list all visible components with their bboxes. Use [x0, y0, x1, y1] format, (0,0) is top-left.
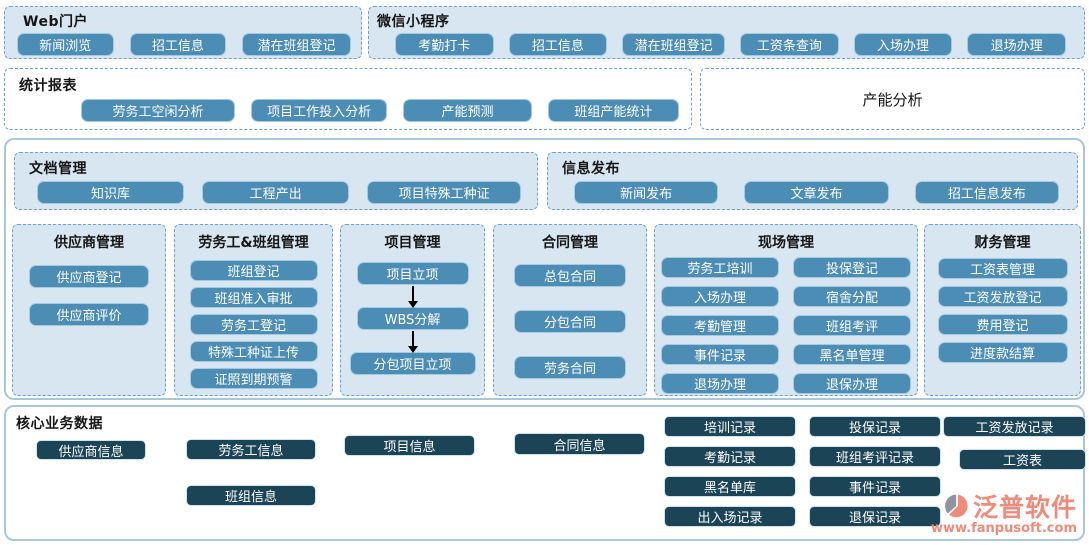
node-insurance-register: 投保登记 — [793, 257, 911, 278]
node-recruit-info: 招工信息 — [129, 33, 227, 56]
node-subcontract-initiation: 分包项目立项 — [349, 352, 476, 375]
node-sub-contract: 分包合同 — [514, 310, 626, 333]
node-project-special-cert: 项目特殊工种证 — [367, 181, 521, 204]
labor-team-title: 劳务工&班组管理 — [198, 235, 309, 251]
contract-column: 合同管理 总包合同 分包合同 劳务合同 — [493, 224, 647, 396]
site-title: 现场管理 — [758, 235, 814, 251]
node-insurance-refund-handle: 退保办理 — [793, 373, 911, 394]
web-portal-title: Web门户 — [23, 14, 88, 30]
node-labor-register: 劳务工登记 — [189, 314, 318, 335]
node-project-initiation: 项目立项 — [356, 262, 469, 285]
data-supplier-info: 供应商信息 — [36, 440, 146, 460]
node-attendance-manage: 考勤管理 — [661, 315, 779, 336]
node-event-record: 事件记录 — [661, 344, 779, 365]
data-insurance-refund-record: 退保记录 — [809, 506, 941, 527]
capacity-panel: 产能分析 — [700, 68, 1085, 130]
wechat-title: 微信小程序 — [377, 14, 450, 30]
docs-panel: 文档管理 知识库 工程产出 项目特殊工种证 — [14, 152, 538, 210]
node-payslip-query: 工资条查询 — [740, 33, 839, 56]
node-potential-team-register: 潜在班组登记 — [242, 33, 352, 56]
node-blacklist-manage: 黑名单管理 — [793, 344, 911, 365]
management-container: 文档管理 知识库 工程产出 项目特殊工种证 信息发布 新闻发布 文章发布 招工信… — [4, 138, 1085, 400]
node-wbs-breakdown: WBS分解 — [356, 307, 469, 330]
data-event-record: 事件记录 — [809, 476, 941, 497]
finance-column: 财务管理 工资表管理 工资发放登记 费用登记 进度款结算 — [924, 224, 1081, 396]
node-potential-team-register-wx: 潜在班组登记 — [622, 33, 726, 56]
flow-arrow-down-icon — [407, 331, 418, 353]
finance-title: 财务管理 — [974, 235, 1031, 251]
node-news-browse: 新闻浏览 — [17, 33, 114, 56]
node-labor-idle-analysis: 劳务工空闲分析 — [81, 99, 236, 122]
data-training-record: 培训记录 — [664, 416, 796, 437]
stats-panel: 统计报表 劳务工空闲分析 项目工作投入分析 产能预测 班组产能统计 — [4, 68, 692, 130]
node-entry-handle-wx: 入场办理 — [853, 33, 953, 56]
data-attendance-record: 考勤记录 — [664, 446, 796, 467]
project-column: 项目管理 项目立项 WBS分解 分包项目立项 — [340, 224, 485, 396]
node-news-publish: 新闻发布 — [574, 181, 719, 204]
data-salary-table: 工资表 — [959, 449, 1086, 470]
node-exit-handle-wx: 退场办理 — [967, 33, 1066, 56]
logo-site-text: www.fanpusoft.com — [930, 521, 1077, 536]
node-general-contract: 总包合同 — [514, 264, 626, 287]
docs-title: 文档管理 — [29, 161, 87, 177]
node-dorm-assign: 宿舍分配 — [793, 286, 911, 307]
data-labor-info: 劳务工信息 — [186, 439, 316, 460]
node-salary-pay-register: 工资发放登记 — [937, 286, 1068, 307]
node-entry-handle: 入场办理 — [661, 286, 779, 307]
node-team-capacity-stats: 班组产能统计 — [547, 99, 679, 122]
node-labor-training: 劳务工培训 — [661, 257, 779, 278]
data-blacklist-db: 黑名单库 — [664, 476, 796, 497]
info-pub-title: 信息发布 — [562, 161, 620, 177]
node-project-input-analysis: 项目工作投入分析 — [251, 99, 388, 122]
node-cert-expiry-alert: 证照到期预警 — [189, 368, 318, 389]
stats-title: 统计报表 — [19, 78, 77, 94]
core-data-container: 核心业务数据 供应商信息 劳务工信息 班组信息 项目信息 合同信息 培训记录 考… — [4, 405, 1086, 541]
node-team-evaluation: 班组考评 — [793, 315, 911, 336]
node-labor-contract: 劳务合同 — [514, 356, 626, 379]
contract-title: 合同管理 — [542, 235, 598, 251]
fanpu-logo-icon — [945, 494, 968, 518]
node-attendance-punch: 考勤打卡 — [395, 33, 494, 56]
node-supplier-evaluate: 供应商评价 — [29, 303, 149, 326]
node-article-publish: 文章发布 — [744, 181, 889, 204]
core-data-title: 核心业务数据 — [16, 416, 103, 432]
node-engineering-output: 工程产出 — [202, 181, 350, 204]
data-inout-record: 出入场记录 — [664, 506, 796, 527]
node-special-cert-upload: 特殊工种证上传 — [189, 341, 318, 362]
data-team-info: 班组信息 — [186, 485, 316, 506]
labor-team-column: 劳务工&班组管理 班组登记 班组准入审批 劳务工登记 特殊工种证上传 证照到期预… — [174, 224, 333, 396]
wechat-panel: 微信小程序 考勤打卡 招工信息 潜在班组登记 工资条查询 入场办理 退场办理 — [368, 6, 1085, 59]
data-team-eval-record: 班组考评记录 — [809, 446, 941, 467]
node-exit-handle: 退场办理 — [661, 373, 779, 394]
supplier-column: 供应商管理 供应商登记 供应商评价 — [12, 224, 166, 396]
capacity-title: 产能分析 — [862, 90, 923, 109]
logo-brand-text: 泛普软件 — [972, 493, 1077, 522]
supplier-title: 供应商管理 — [54, 235, 124, 251]
site-column: 现场管理 劳务工培训 投保登记 入场办理 宿舍分配 考勤管理 班组考评 事件记录… — [654, 224, 918, 396]
web-portal-panel: Web门户 新闻浏览 招工信息 潜在班组登记 — [4, 6, 362, 59]
vendor-logo: 泛普软件 www.fanpusoft.com — [929, 488, 1077, 536]
node-knowledge-base: 知识库 — [37, 181, 185, 204]
project-title: 项目管理 — [384, 235, 441, 251]
node-salary-table-manage: 工资表管理 — [937, 258, 1068, 279]
node-progress-settlement: 进度款结算 — [937, 342, 1068, 363]
node-supplier-register: 供应商登记 — [29, 265, 149, 288]
data-salary-pay-record: 工资发放记录 — [943, 416, 1086, 437]
node-capacity-forecast: 产能预测 — [403, 99, 532, 122]
data-insurance-record: 投保记录 — [809, 416, 941, 437]
node-expense-register: 费用登记 — [937, 314, 1068, 335]
data-project-info: 项目信息 — [344, 435, 475, 456]
node-team-admission-approve: 班组准入审批 — [189, 287, 318, 308]
data-contract-info: 合同信息 — [514, 433, 645, 455]
node-recruit-info-publish: 招工信息发布 — [914, 181, 1059, 204]
node-recruit-info-wx: 招工信息 — [508, 33, 608, 56]
flow-arrow-down-icon — [407, 286, 418, 308]
node-team-register: 班组登记 — [189, 260, 318, 281]
info-pub-panel: 信息发布 新闻发布 文章发布 招工信息发布 — [547, 152, 1078, 210]
